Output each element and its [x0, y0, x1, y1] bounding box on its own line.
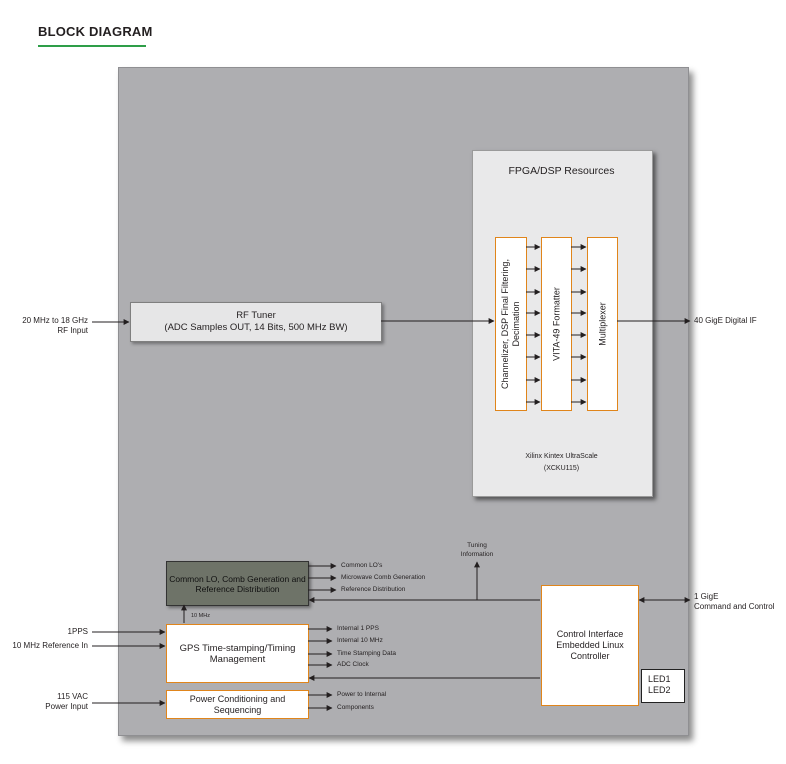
channelizer-block: Channelizer, DSP Final Filtering, Decima… [495, 237, 527, 411]
fpga-device-part: (XCKU115) [543, 465, 580, 472]
channelizer-to-formatter-bus [526, 244, 541, 405]
power-to-internal-label: Power to Internal [337, 691, 387, 698]
rf-tuner-block: RF Tuner (ADC Samples OUT, 14 Bits, 500 … [130, 302, 382, 342]
ten-mhz-label: 10 MHz [191, 613, 210, 619]
ref10-input-label: 10 MHz Reference In [12, 641, 88, 650]
internal-1pps-label: Internal 1 PPS [337, 625, 379, 632]
power-conditioning-label: Power Conditioning and Sequencing [189, 693, 286, 715]
common-lo-block: Common LO, Comb Generation and Reference… [166, 561, 309, 606]
power-conditioning-block: Power Conditioning and Sequencing [166, 690, 309, 719]
led-indicators: LED1 LED2 [641, 669, 685, 703]
pps-input-label: 1PPS [67, 627, 88, 636]
led1-label: LED1 [648, 674, 671, 684]
rf-tuner-subtitle: (ADC Samples OUT, 14 Bits, 500 MHz BW) [164, 322, 348, 333]
time-stamping-data-label: Time Stamping Data [337, 650, 397, 657]
control-interface-block: Control Interface Embedded Linux Control… [541, 585, 639, 706]
digital-if-label: 40 GigE Digital IF [694, 316, 757, 325]
internal-10mhz-label: Internal 10 MHz [337, 637, 383, 644]
rf-tuner-title: RF Tuner [236, 310, 276, 321]
vita49-formatter-block: VITA-49 Formatter [541, 237, 572, 411]
control-interface-label: Control Interface Embedded Linux Control… [556, 629, 624, 661]
rf-input-label: 20 MHz to 18 GHz RF Input [22, 316, 88, 335]
power-input-label: 115 VAC Power Input [45, 692, 88, 711]
common-lo-output-label: Common LO's [341, 562, 383, 569]
components-label: Components [337, 704, 374, 711]
led2-label: LED2 [648, 685, 671, 695]
formatter-to-multiplexer-bus [571, 244, 587, 405]
reference-distribution-output-label: Reference Distribution [341, 586, 406, 593]
adc-clock-label: ADC Clock [337, 661, 369, 668]
title-underline [38, 45, 146, 47]
fpga-title: FPGA/DSP Resources [508, 165, 615, 177]
page-title: BLOCK DIAGRAM [38, 24, 153, 39]
gps-timing-block: GPS Time-stamping/Timing Management [166, 624, 309, 683]
comb-generation-output-label: Microwave Comb Generation [341, 574, 426, 581]
common-lo-label: Common LO, Comb Generation and Reference… [169, 573, 306, 594]
multiplexer-block: Multiplexer [587, 237, 618, 411]
gps-timing-label: GPS Time-stamping/Timing Management [179, 642, 296, 665]
tuning-information-label: Tuning Information [460, 542, 494, 558]
gige-command-label: 1 GigE Command and Control [694, 592, 775, 611]
fpga-device-family: Xilinx Kintex UltraScale [525, 453, 598, 460]
